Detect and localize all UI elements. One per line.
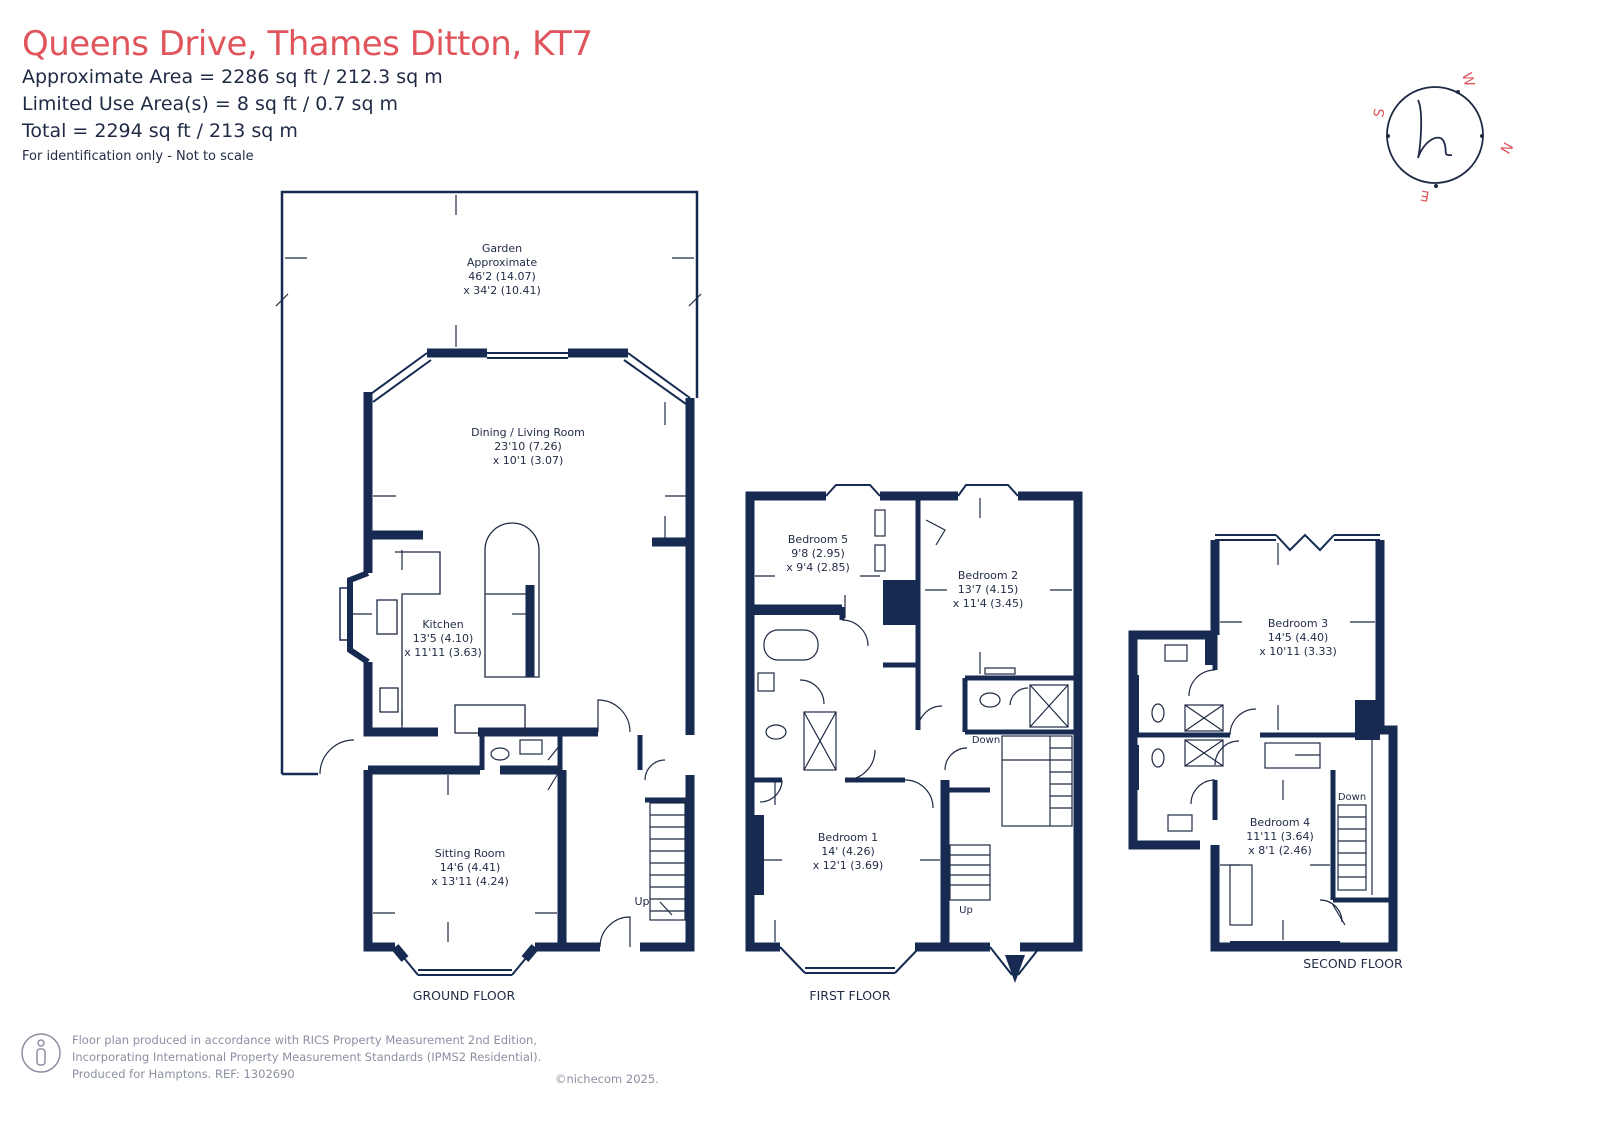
compass-icon: W N E S: [1371, 71, 1515, 204]
bedroom3-dim2: x 10'11 (3.33): [1259, 645, 1337, 658]
person-info-icon: [21, 1033, 61, 1073]
bedroom2-dim2: x 11'4 (3.45): [953, 597, 1024, 610]
footer: Floor plan produced in accordance with R…: [20, 1032, 541, 1083]
second-down-label: Down: [1338, 792, 1366, 803]
bedroom2-label: Bedroom 2: [958, 569, 1018, 582]
copyright: ©nichecom 2025.: [555, 1072, 659, 1086]
first-down-label: Down: [972, 735, 1000, 746]
sitting-dim1: 14'6 (4.41): [440, 861, 501, 874]
bedroom1-label: Bedroom 1: [818, 831, 878, 844]
dining-dim1: 23'10 (7.26): [494, 440, 562, 453]
first-floor: Bedroom 5 9'8 (2.95) x 9'4 (2.85) Bedroo…: [745, 484, 1083, 1003]
logo-h-icon: [1417, 99, 1453, 159]
bedroom5-dim1: 9'8 (2.95): [791, 547, 845, 560]
compass-s: S: [1371, 107, 1388, 119]
total-area: Total = 2294 sq ft / 213 sq m: [22, 120, 298, 142]
garden-dim1: 46'2 (14.07): [468, 270, 536, 283]
kitchen-label: Kitchen: [422, 618, 463, 631]
kitchen-dim2: x 11'11 (3.63): [404, 646, 482, 659]
limited-use-area: Limited Use Area(s) = 8 sq ft / 0.7 sq m: [22, 93, 399, 115]
second-floor-label: SECOND FLOOR: [1303, 956, 1403, 971]
bedroom4-dim2: x 8'1 (2.46): [1248, 844, 1312, 857]
dining-label: Dining / Living Room: [471, 426, 585, 439]
bedroom1-dim1: 14' (4.26): [821, 845, 875, 858]
sitting-dim2: x 13'11 (4.24): [431, 875, 509, 888]
compass-w: W: [1458, 71, 1477, 89]
property-title: Queens Drive, Thames Ditton, KT7: [22, 24, 593, 64]
compass-e: E: [1419, 187, 1431, 204]
first-floor-label: FIRST FLOOR: [809, 988, 890, 1003]
footer-text: Floor plan produced in accordance with R…: [72, 1032, 541, 1083]
first-up-label: Up: [959, 905, 973, 916]
bedroom3-label: Bedroom 3: [1268, 617, 1328, 630]
bedroom2-dim1: 13'7 (4.15): [958, 583, 1019, 596]
identification-note: For identification only - Not to scale: [22, 149, 254, 164]
footer-line-1: Floor plan produced in accordance with R…: [72, 1033, 537, 1047]
garden-label: Garden: [482, 242, 522, 255]
footer-line-3: Produced for Hamptons. REF: 1302690: [72, 1067, 295, 1081]
header: Queens Drive, Thames Ditton, KT7 Approxi…: [22, 24, 593, 164]
bedroom1-dim2: x 12'1 (3.69): [813, 859, 884, 872]
garden-dim2: x 34'2 (10.41): [463, 284, 541, 297]
kitchen-dim1: 13'5 (4.10): [413, 632, 474, 645]
ground-floor-label: GROUND FLOOR: [413, 988, 516, 1003]
footer-line-2: Incorporating International Property Mea…: [72, 1050, 542, 1064]
dining-dim2: x 10'1 (3.07): [493, 454, 564, 467]
bedroom4-dim1: 11'11 (3.64): [1246, 830, 1314, 843]
bedroom3-dim1: 14'5 (4.40): [1268, 631, 1329, 644]
bedroom5-label: Bedroom 5: [788, 533, 848, 546]
compass-n: N: [1496, 139, 1515, 156]
garden-boundary: [280, 190, 699, 774]
second-floor: Bedroom 3 14'5 (4.40) x 10'11 (3.33) Bed…: [1128, 533, 1403, 971]
bedroom5-dim2: x 9'4 (2.85): [786, 561, 850, 574]
ground-floor: Garden Approximate 46'2 (14.07) x 34'2 (…: [275, 190, 702, 1003]
bedroom4-label: Bedroom 4: [1250, 816, 1310, 829]
sitting-label: Sitting Room: [435, 847, 506, 860]
ground-up-label: Up: [634, 895, 649, 908]
garden-sub: Approximate: [467, 256, 537, 269]
approximate-area: Approximate Area = 2286 sq ft / 212.3 sq…: [22, 66, 443, 88]
